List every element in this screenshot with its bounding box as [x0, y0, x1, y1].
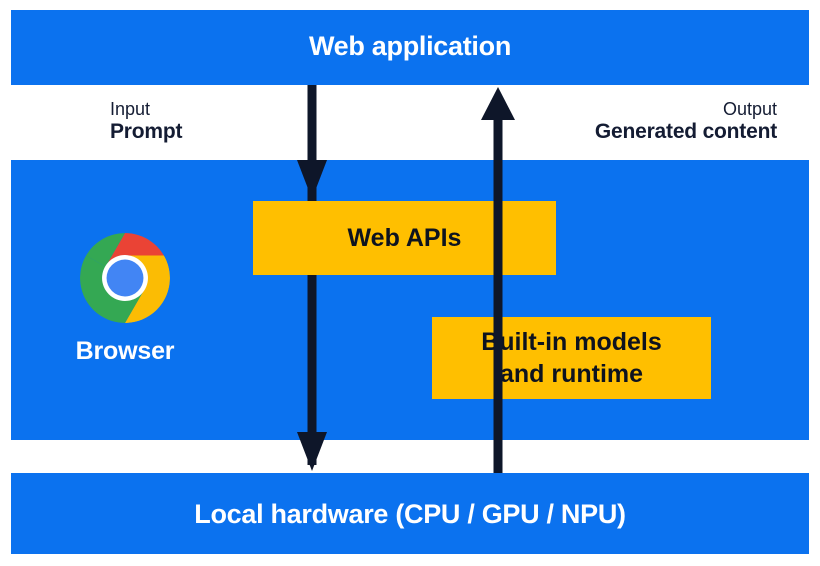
browser-label: Browser	[75, 337, 175, 365]
arrow-down-head-upper	[297, 160, 327, 199]
chrome-logo-blue	[106, 259, 144, 297]
flow-input-kind: Input	[110, 99, 151, 119]
arrow-down-shaft	[307, 85, 317, 465]
flow-output-kind: Output	[722, 99, 777, 119]
arrow-down-head-lower	[297, 432, 327, 471]
box-web-apis[interactable]: Web APIs	[253, 201, 556, 275]
chrome-logo-green-wedge	[86, 233, 125, 267]
band-web-application: Web application	[11, 10, 809, 85]
flow-input-value: Prompt	[110, 120, 183, 144]
chrome-logo-yellow	[125, 255, 170, 323]
box-builtin-models[interactable]: Built-in models and runtime	[432, 317, 711, 399]
box-builtin-models-line1: Built-in models	[481, 328, 662, 356]
flow-label-input: Input Prompt	[110, 99, 183, 145]
band-local-hardware-label: Local hardware (CPU / GPU / NPU)	[194, 499, 626, 529]
flow-label-output: Output Generated content	[595, 99, 777, 145]
box-web-apis-label: Web APIs	[347, 224, 462, 252]
chrome-logo-icon	[80, 233, 170, 323]
arrow-up-head	[481, 87, 515, 120]
chrome-logo-red	[105, 233, 164, 267]
box-builtin-models-line2: and runtime	[499, 360, 644, 388]
chrome-logo-green	[80, 255, 145, 323]
browser-group: Browser	[47, 233, 203, 373]
box-builtin-models-label: Built-in models and runtime	[481, 326, 662, 390]
band-web-application-label: Web application	[308, 31, 512, 61]
arrow-up-shaft	[493, 110, 503, 473]
flow-output-value: Generated content	[594, 120, 777, 144]
band-local-hardware: Local hardware (CPU / GPU / NPU)	[11, 473, 809, 554]
